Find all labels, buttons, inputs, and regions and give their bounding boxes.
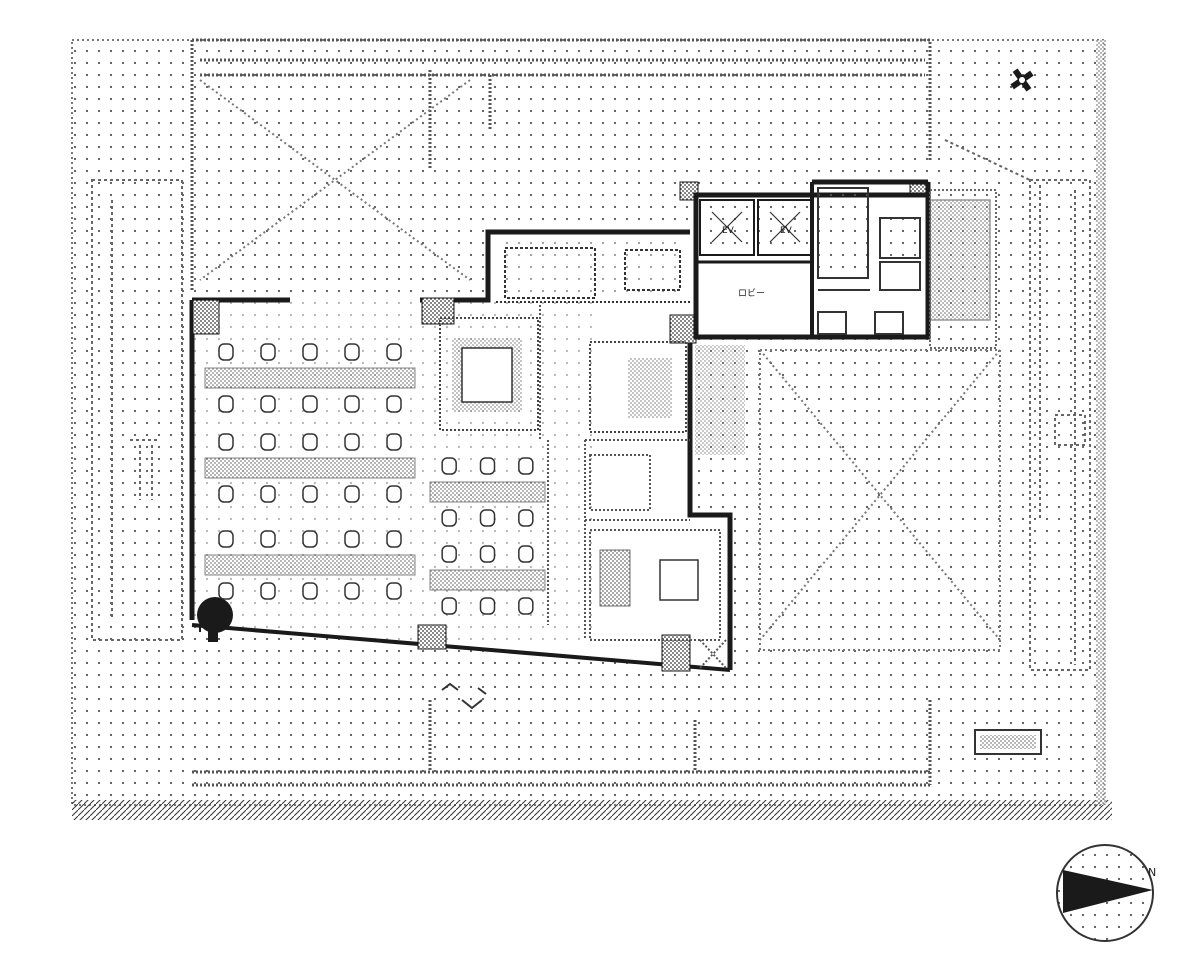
corner-column-round: [197, 597, 233, 642]
chair: [344, 343, 360, 361]
chair: [386, 395, 402, 413]
chair: [302, 485, 318, 503]
desk-row: [204, 457, 416, 479]
chair: [386, 582, 402, 600]
desk-row: [204, 554, 416, 576]
chair: [479, 457, 496, 475]
chair: [386, 530, 402, 548]
chair: [302, 395, 318, 413]
right-zone: [944, 139, 1091, 671]
north-arrow: N: [1056, 844, 1156, 942]
chair: [344, 582, 360, 600]
reception-room: [439, 317, 539, 431]
elevator-a-label: EV: [722, 226, 735, 236]
entrance-marks: [441, 682, 487, 710]
chair: [260, 395, 276, 413]
chair: [218, 343, 234, 361]
chair: [479, 597, 496, 615]
building-core: EV EV ロビー: [693, 179, 997, 349]
chair: [260, 530, 276, 548]
meeting-room-north: [496, 240, 690, 303]
chair: [344, 530, 360, 548]
chair: [344, 485, 360, 503]
desk-row: [429, 569, 546, 591]
chair: [260, 582, 276, 600]
chair: [302, 343, 318, 361]
chair: [441, 597, 457, 615]
chair: [344, 395, 360, 413]
chair: [260, 433, 276, 451]
chair: [518, 457, 534, 475]
chair: [344, 433, 360, 451]
chair: [479, 509, 496, 527]
chair: [518, 509, 534, 527]
lounge: [599, 549, 699, 607]
left-zone: [91, 179, 183, 641]
void-diagonals: [199, 79, 1001, 651]
chair: [441, 509, 457, 527]
outline-frame: [190, 38, 932, 787]
chair: [218, 530, 234, 548]
meeting-room-east: [589, 341, 745, 455]
chair: [302, 433, 318, 451]
chair: [302, 530, 318, 548]
chair: [302, 582, 318, 600]
chair: [518, 545, 534, 563]
chair: [218, 485, 234, 503]
scale-box: [974, 729, 1042, 755]
desk-row: [204, 367, 416, 389]
chair: [260, 485, 276, 503]
desk-row: [429, 481, 546, 503]
chair: [260, 343, 276, 361]
chair: [218, 582, 234, 600]
chair: [479, 545, 496, 563]
chair: [386, 433, 402, 451]
workstations: [204, 343, 546, 615]
chair: [386, 343, 402, 361]
chair: [441, 545, 457, 563]
north-mark-label: N: [1148, 866, 1156, 879]
compass-glyph-top: [1010, 68, 1034, 92]
partitions: [539, 305, 727, 669]
chair: [518, 597, 534, 615]
elevator-b-label: EV: [780, 226, 793, 236]
chair: [441, 457, 457, 475]
chair: [386, 485, 402, 503]
chair: [218, 433, 234, 451]
chair: [218, 395, 234, 413]
lobby-label: ロビー: [738, 288, 765, 299]
